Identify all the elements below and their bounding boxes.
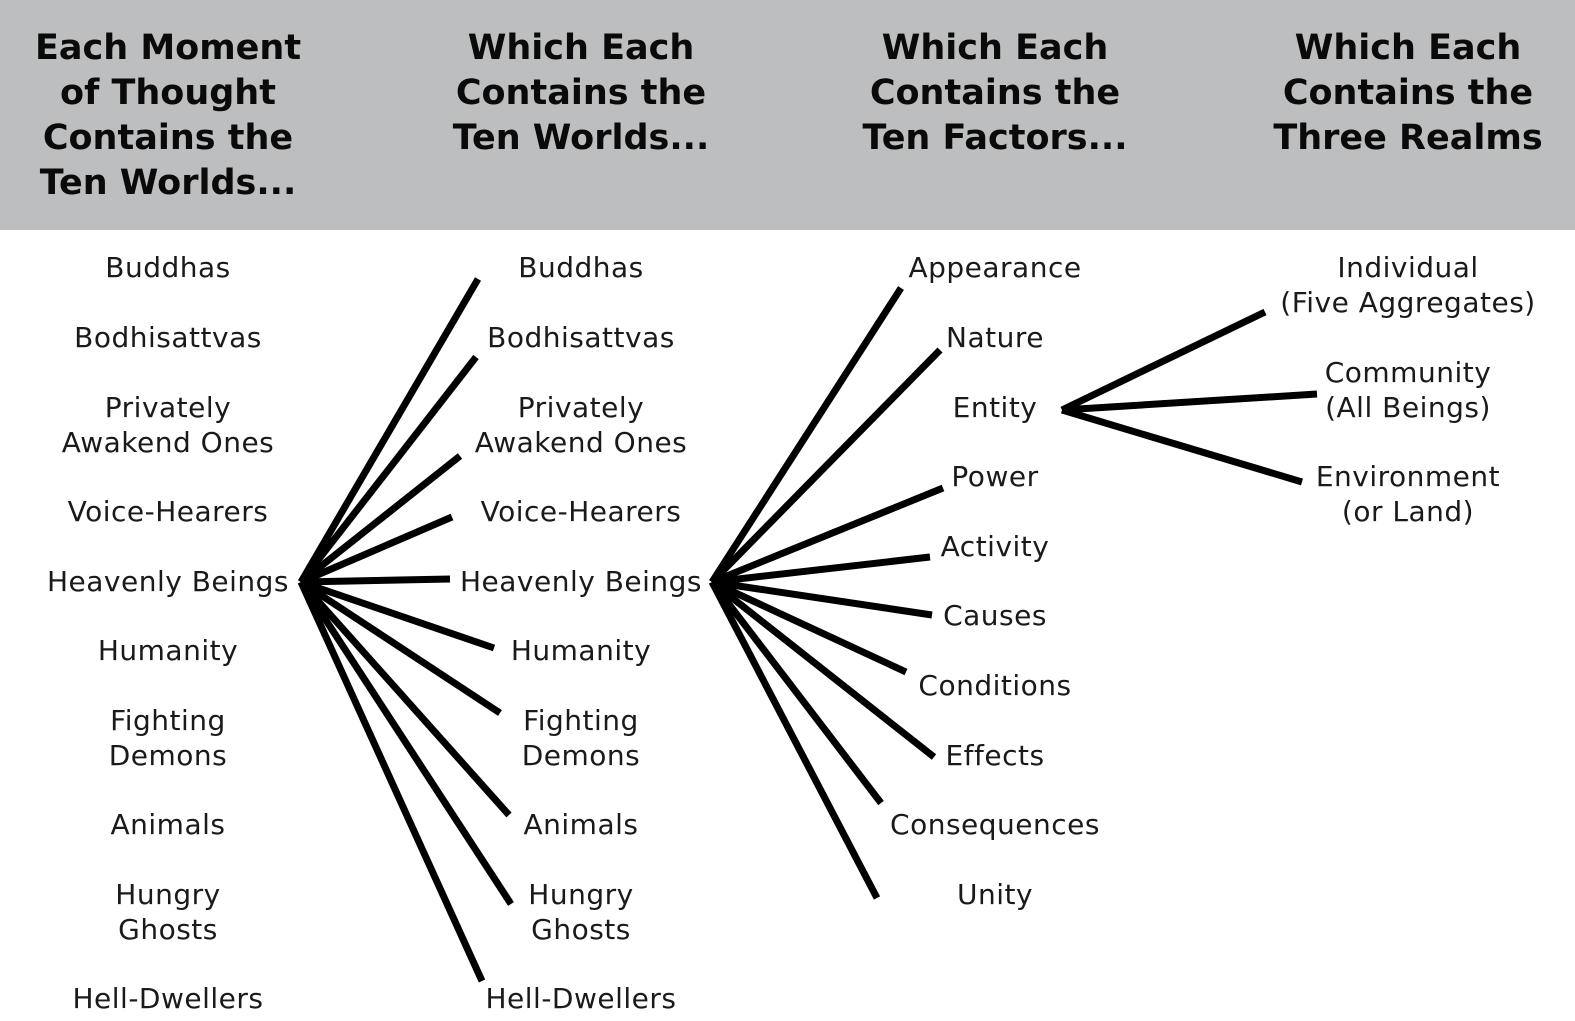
connector-line bbox=[709, 286, 904, 584]
factor-unity: Unity bbox=[956, 878, 1034, 911]
realm-community: Community (All Beings) bbox=[1324, 356, 1492, 424]
world-left-voice-hearers: Voice-Hearers bbox=[67, 495, 269, 528]
connector-line bbox=[1060, 308, 1267, 414]
connector-line bbox=[298, 579, 512, 818]
world-right-humanity: Humanity bbox=[510, 634, 652, 667]
header-col2-title: Which Each Contains the Ten Worlds... bbox=[452, 28, 710, 158]
world-left-hungry-ghosts: Hungry Ghosts bbox=[115, 878, 221, 946]
header-col1-title: Each Moment of Thought Contains the Ten … bbox=[34, 28, 302, 203]
connector-line bbox=[298, 354, 479, 585]
connector-line bbox=[298, 580, 514, 906]
realm-environment: Environment (or Land) bbox=[1315, 460, 1501, 528]
world-right-animals: Animals bbox=[523, 808, 639, 841]
world-right-bodhisattvas: Bodhisattvas bbox=[487, 321, 675, 354]
connector-line bbox=[299, 578, 496, 652]
connector-line bbox=[709, 347, 943, 585]
connector-line bbox=[709, 579, 884, 806]
factor-consequences: Consequences bbox=[890, 808, 1100, 841]
factor-causes: Causes bbox=[943, 599, 1047, 632]
connector-line bbox=[1060, 406, 1304, 486]
connector-line bbox=[297, 580, 486, 983]
connector-line bbox=[300, 575, 451, 586]
connector-line bbox=[299, 579, 502, 716]
connector-line bbox=[711, 578, 933, 619]
world-right-hungry-ghosts: Hungry Ghosts bbox=[528, 878, 634, 946]
connector-line bbox=[298, 453, 463, 585]
factor-nature: Nature bbox=[946, 321, 1044, 354]
world-right-buddhas: Buddhas bbox=[518, 251, 644, 284]
world-left-buddhas: Buddhas bbox=[105, 251, 231, 284]
connector-line bbox=[710, 578, 908, 676]
factor-activity: Activity bbox=[940, 530, 1050, 563]
world-left-fighting-demons: Fighting Demons bbox=[108, 704, 228, 772]
factor-power: Power bbox=[951, 460, 1039, 493]
connector-line bbox=[708, 580, 881, 900]
connector-line bbox=[1061, 390, 1318, 414]
header-col3-title: Which Each Contains the Ten Factors... bbox=[862, 28, 1128, 158]
world-left-bodhisattvas: Bodhisattvas bbox=[74, 321, 262, 354]
factor-appearance: Appearance bbox=[908, 251, 1082, 284]
world-left-heavenly-beings: Heavenly Beings bbox=[46, 565, 290, 598]
factor-entity: Entity bbox=[952, 391, 1038, 424]
world-right-heavenly-beings: Heavenly Beings bbox=[459, 565, 703, 598]
connector-line bbox=[709, 579, 937, 760]
world-right-privately-awakened: Privately Awakend Ones bbox=[474, 391, 688, 459]
factor-effects: Effects bbox=[945, 739, 1045, 772]
world-right-fighting-demons: Fighting Demons bbox=[521, 704, 641, 772]
realm-individual: Individual (Five Aggregates) bbox=[1280, 251, 1536, 319]
connector-line bbox=[711, 553, 931, 586]
world-left-animals: Animals bbox=[110, 808, 226, 841]
factor-conditions: Conditions bbox=[918, 669, 1072, 702]
world-left-privately-awakened: Privately Awakend Ones bbox=[61, 391, 275, 459]
connector-line bbox=[710, 484, 945, 586]
world-right-hell-dwellers: Hell-Dwellers bbox=[485, 982, 677, 1015]
world-right-voice-hearers: Voice-Hearers bbox=[480, 495, 682, 528]
connector-line bbox=[297, 277, 482, 584]
connector-line bbox=[299, 513, 454, 586]
world-left-humanity: Humanity bbox=[97, 634, 239, 667]
world-left-hell-dwellers: Hell-Dwellers bbox=[72, 982, 264, 1015]
header-col4-title: Which Each Contains the Three Realms bbox=[1273, 28, 1543, 158]
header-band: Each Moment of Thought Contains the Ten … bbox=[0, 0, 1575, 230]
